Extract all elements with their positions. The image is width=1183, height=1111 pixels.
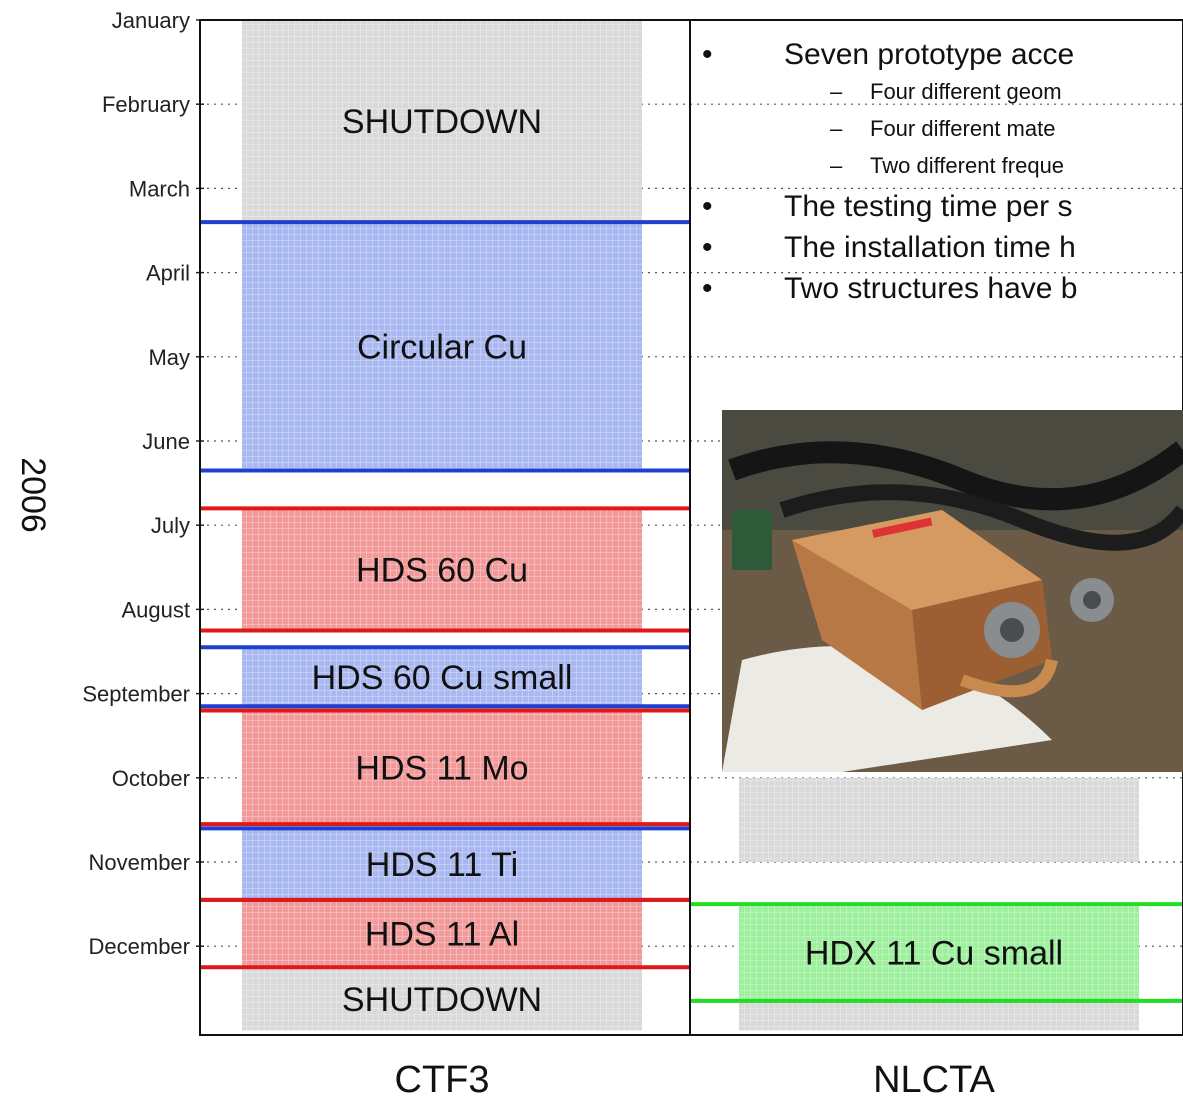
bullet-text: Four different geom — [870, 79, 1062, 104]
bullet-text: Seven prototype acce — [784, 40, 1075, 71]
accelerator-structure-photo — [722, 410, 1183, 772]
bullet-dot-icon: • — [702, 231, 713, 264]
block-hatch — [242, 967, 642, 1031]
block-hatch — [242, 899, 642, 968]
block-hatch — [739, 904, 1139, 1001]
block-label: HDS 11 Al — [365, 916, 519, 954]
bullet-text: Two different freque — [870, 153, 1065, 178]
bullet-item: • The testing time per s — [700, 192, 1183, 222]
block-label: HDS 60 Cu — [356, 551, 528, 589]
year-label: 2006 — [14, 457, 52, 533]
block-hatch — [739, 1000, 1139, 1031]
sub-bullet-item: – Two different freque — [700, 155, 1183, 177]
block-hatch — [242, 828, 642, 900]
bullet-dash-icon: – — [830, 116, 843, 141]
month-label-march: March — [129, 176, 190, 201]
block-label: HDS 11 Ti — [366, 846, 518, 884]
month-label-june: June — [142, 429, 190, 454]
bullet-dot-icon: • — [702, 190, 713, 223]
bullet-dot-icon: • — [702, 40, 713, 71]
month-label-may: May — [148, 345, 190, 370]
block-hatch — [242, 222, 642, 471]
bullet-dash-icon: – — [830, 153, 843, 178]
column-label-nlcta: NLCTA — [873, 1059, 995, 1101]
month-label-november: November — [89, 850, 190, 875]
block-label: SHUTDOWN — [342, 981, 542, 1019]
block-hatch — [242, 508, 642, 631]
block-label: Circular Cu — [357, 328, 527, 366]
month-label-december: December — [89, 934, 190, 959]
bullet-text: The testing time per s — [784, 190, 1073, 223]
bullet-item: • The installation time h — [700, 233, 1183, 263]
month-label-february: February — [102, 92, 190, 117]
month-label-january: January — [112, 8, 190, 33]
month-label-july: July — [151, 513, 190, 538]
column-label-ctf3: CTF3 — [395, 1059, 490, 1101]
month-label-april: April — [146, 261, 190, 286]
plot-frame — [199, 19, 1183, 1036]
bullet-text: The installation time h — [784, 231, 1076, 264]
block-label: HDS 11 Mo — [355, 749, 528, 787]
bullet-dot-icon: • — [702, 272, 713, 305]
bullet-text: Four different mate — [870, 116, 1056, 141]
block-hatch — [242, 20, 642, 223]
block-hatch — [242, 647, 642, 707]
bullet-dash-icon: – — [830, 79, 843, 104]
month-label-september: September — [82, 682, 190, 707]
bullet-item: • Seven prototype acce — [700, 40, 1183, 70]
month-label-august: August — [122, 597, 191, 622]
block-label: HDX 11 Cu small — [805, 935, 1063, 973]
block-hatch — [739, 777, 1139, 862]
bullet-item: • Two structures have b — [700, 274, 1183, 304]
sub-bullet-item: – Four different geom — [700, 81, 1183, 103]
sub-bullet-item: – Four different mate — [700, 118, 1183, 140]
bullet-text: Two structures have b — [784, 272, 1078, 305]
block-hatch — [242, 710, 642, 825]
block-label: SHUTDOWN — [342, 103, 542, 141]
block-label: HDS 60 Cu small — [312, 659, 573, 697]
month-label-october: October — [112, 766, 190, 791]
bullet-list: • Seven prototype acce – Four different geo… — [700, 40, 1183, 380]
